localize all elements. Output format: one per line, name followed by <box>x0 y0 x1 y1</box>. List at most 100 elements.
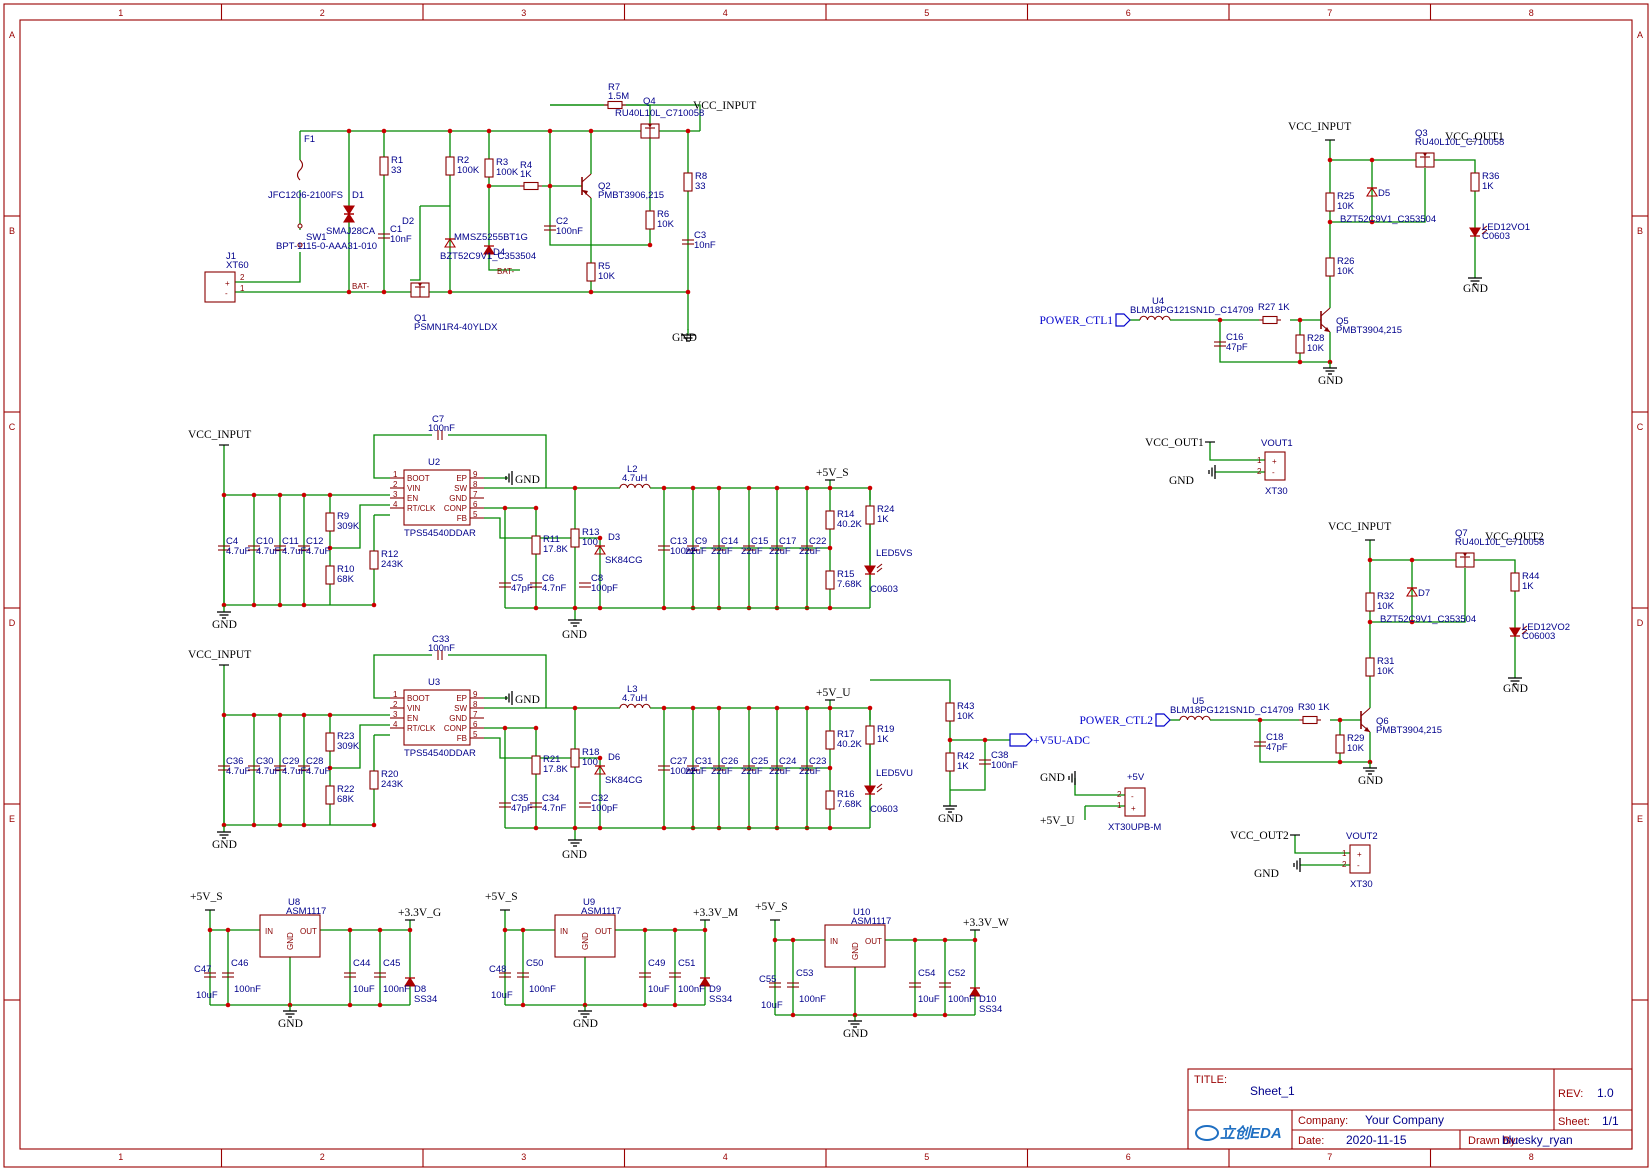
VOUT2-p2: 2 <box>1342 860 1347 869</box>
m-cd-val: 100nF <box>678 984 705 995</box>
buck_s-rbot-value: 7.68K <box>837 579 862 590</box>
switch1-rg-ref: R25 <box>1337 191 1354 202</box>
w-out-label: +3.3V_W <box>963 917 1009 929</box>
g-pin-out: OUT <box>300 927 317 936</box>
buck_u-cs-ref: C32 <box>591 793 608 804</box>
date-label: Date: <box>1298 1135 1324 1147</box>
buck_u-rled-ref: R19 <box>877 724 894 735</box>
buck_u-pin-r: FB <box>457 734 467 743</box>
junction-dot <box>661 705 667 711</box>
junction-dot <box>1337 759 1343 765</box>
buck_s-diode <box>594 544 606 555</box>
switch2-d-ref: D7 <box>1418 588 1430 599</box>
junction-dot <box>502 927 508 933</box>
junction-dot <box>1367 557 1373 563</box>
buck_u-rs-ref: R18 <box>582 747 599 758</box>
switch2-pmos <box>1455 552 1475 568</box>
switch1-rpd <box>1295 334 1305 354</box>
junction-dot <box>597 825 603 831</box>
buck_s-cout-val: 22uF <box>799 546 821 557</box>
w-gnd <box>848 1015 862 1028</box>
r2-value: 100K <box>457 165 480 176</box>
r4-value: 1K <box>520 169 532 180</box>
junction-dot <box>301 492 307 498</box>
buck_s-led-val: C0603 <box>870 584 898 595</box>
grid-row-label: D <box>9 618 16 628</box>
v5-gnd-label: GND <box>1040 772 1065 784</box>
buck_u-pin-l: BOOT <box>407 694 430 703</box>
d4-value: MMSZ5255BT1G <box>454 232 528 243</box>
c38-ref: C38 <box>991 750 1008 761</box>
buck_u-cin-2 <box>274 765 286 771</box>
switch2-ferrite <box>1179 715 1211 721</box>
parts <box>204 100 1528 1028</box>
buck_u-gnd-out <box>568 834 582 847</box>
buck_u-cin-ref: C29 <box>282 756 299 767</box>
m-d-ref: D9 <box>709 984 721 995</box>
buck_s-ccomp1-ref: C5 <box>511 573 523 584</box>
junction-dot <box>486 183 492 189</box>
sheet-value: 1/1 <box>1602 1114 1619 1128</box>
r5-ref: R5 <box>598 261 610 272</box>
buck_u-cin-ref: C36 <box>226 756 243 767</box>
junction-dot <box>716 485 722 491</box>
junction-dot <box>301 822 307 828</box>
r5-value: 10K <box>598 271 616 282</box>
wire <box>448 434 547 488</box>
r6-value: 10K <box>657 219 675 230</box>
grid-col-label: 8 <box>1529 8 1534 18</box>
wire <box>373 434 432 479</box>
buck_s-cin-ref: C10 <box>256 536 273 547</box>
switch1-led-arrows <box>1481 225 1488 235</box>
drawn-by-value: bluesky_ryan <box>1502 1133 1573 1147</box>
switch1-rbase <box>1259 315 1281 325</box>
buck_s-ccomp1-value: 47pF <box>511 583 533 594</box>
c38 <box>979 759 991 765</box>
m-u-val: ASM1117 <box>581 906 621 917</box>
wire <box>330 504 390 549</box>
r3 <box>484 158 494 178</box>
buck_u-rtop-value: 40.2K <box>837 739 862 750</box>
wire <box>1209 442 1265 461</box>
switch2-gnd-label: GND <box>1358 775 1383 787</box>
junction-dot <box>804 485 810 491</box>
grid-row-label: E <box>1637 814 1643 824</box>
junction-dot <box>1409 557 1415 563</box>
junction-dot <box>346 128 352 134</box>
m-d-val: SS34 <box>709 994 732 1005</box>
switch1-rpd-value: 10K <box>1307 343 1325 354</box>
junction-dot <box>301 602 307 608</box>
buck_s-ic-ref: U2 <box>428 457 440 468</box>
switch1-rled-value: 1K <box>1482 181 1494 192</box>
r3-ref: R3 <box>496 157 508 168</box>
switch2-qn-ref: Q6 <box>1376 716 1389 727</box>
d1-ref: D1 <box>352 190 364 201</box>
buck_s-cout-ref: C14 <box>721 536 738 547</box>
buck_u-pin-rn: 7 <box>473 710 478 719</box>
w-cb-val: 100nF <box>799 994 826 1005</box>
g-gnd <box>283 1005 297 1018</box>
junction-dot <box>642 1002 648 1008</box>
g-cc-val: 10uF <box>353 984 375 995</box>
junction-dot <box>827 705 833 711</box>
wire <box>1474 559 1516 672</box>
buck_s-cout-val: 22uF <box>741 546 763 557</box>
r3-value: 100K <box>496 167 519 178</box>
switch1-rbase-ref: R27 <box>1258 302 1275 313</box>
q2-value: PMBT3906,215 <box>598 190 664 201</box>
junction-dot <box>327 765 333 771</box>
buck_s-cout-val: 22uF <box>769 546 791 557</box>
sw1-value: BPT-1115-0-AAA31-010 <box>276 241 377 252</box>
junction-dot <box>1369 157 1375 163</box>
g-u-ref: U8 <box>288 897 300 908</box>
d1-tvs-b <box>343 212 355 223</box>
junction-dot <box>327 712 333 718</box>
switch2-led-val: C06003 <box>1522 631 1555 642</box>
switch2-rbase-ref: R30 <box>1298 702 1315 713</box>
junction-dot <box>972 937 978 943</box>
junction-dot <box>377 1002 383 1008</box>
grid-col-label: 4 <box>723 1152 728 1162</box>
g-ldo-ic <box>259 914 321 958</box>
